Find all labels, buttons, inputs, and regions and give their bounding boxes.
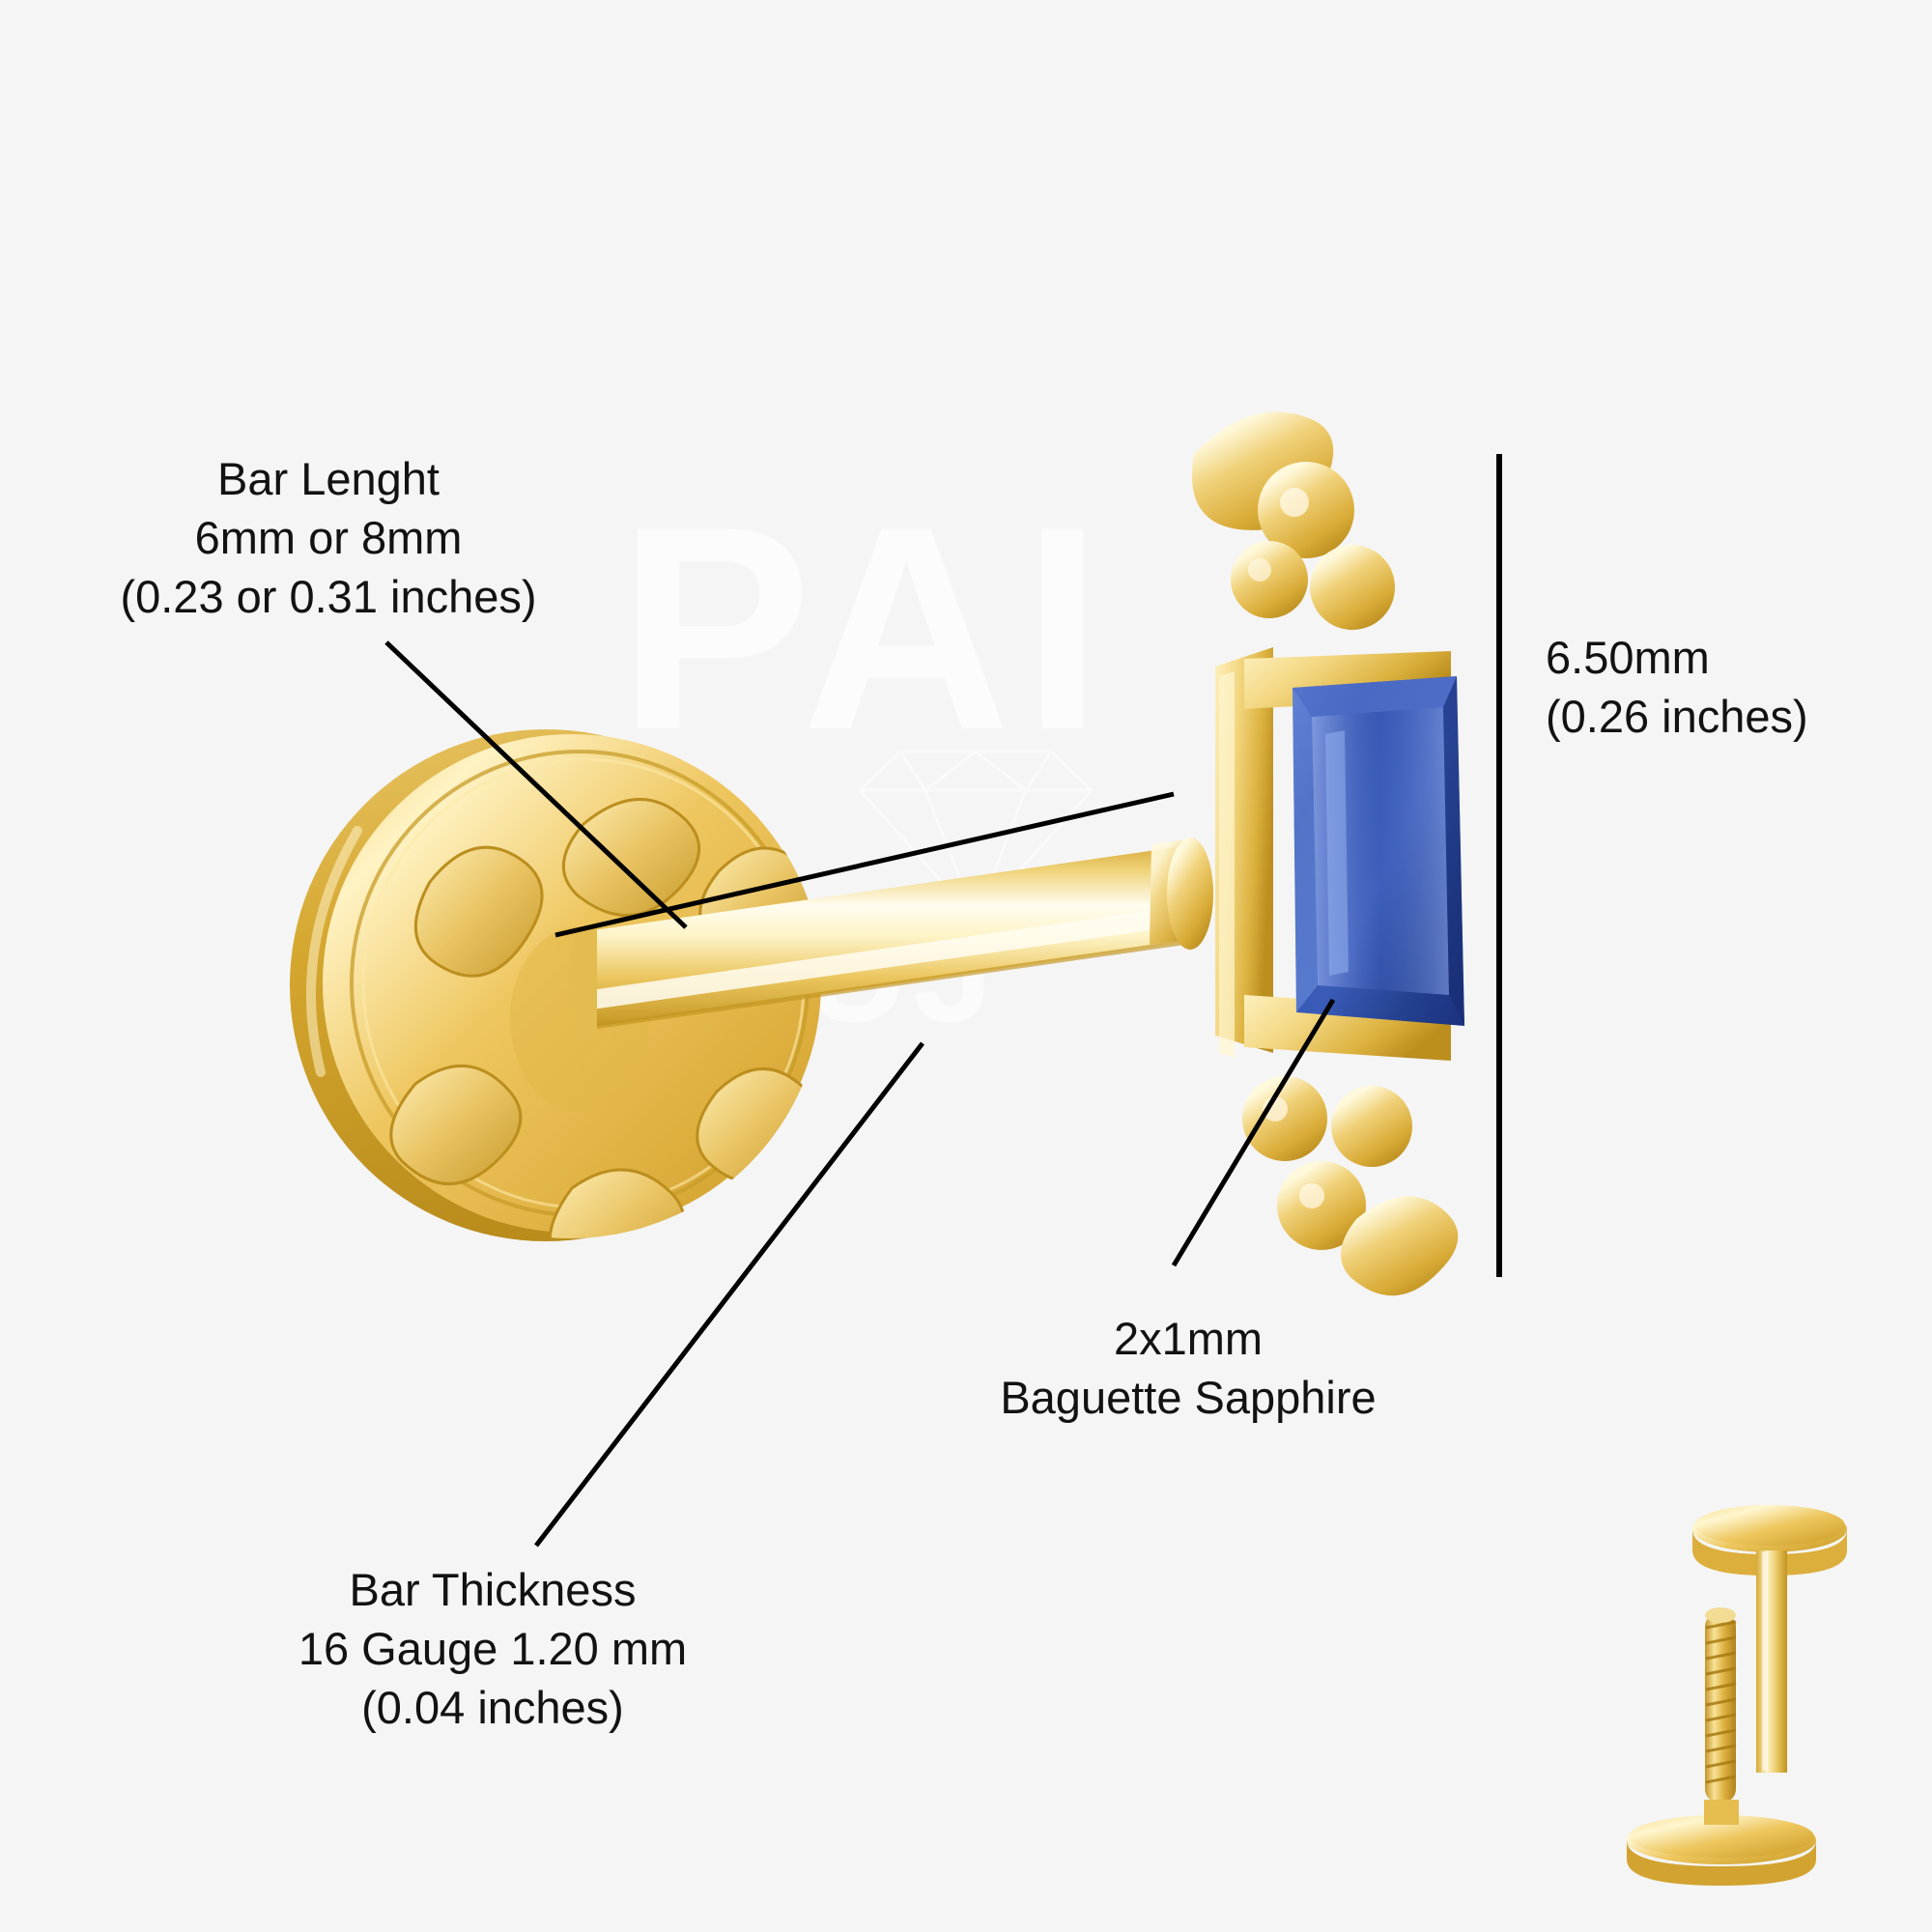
leader-line-gem	[1171, 998, 1336, 1267]
top-bead-cluster	[1191, 412, 1395, 630]
inset-bottom-piece	[1627, 1607, 1816, 1886]
measurement-lines	[384, 454, 1502, 1548]
bar-length-line-3: (0.23 or 0.31 inches)	[120, 571, 537, 623]
bar-length-line-1: Bar Lenght	[217, 453, 440, 504]
callout-bar-length: Bar Lenght 6mm or 8mm (0.23 or 0.31 inch…	[101, 449, 555, 626]
screw-back-earring-photo	[1627, 1505, 1847, 1886]
callout-bar-thickness: Bar Thickness 16 Gauge 1.20 mm (0.04 inc…	[184, 1560, 802, 1737]
gem-line-2: Baguette Sapphire	[1000, 1372, 1377, 1424]
callout-total-height: 6.50mm (0.26 inches)	[1546, 628, 1932, 746]
thickness-line-2: 16 Gauge 1.20 mm	[298, 1623, 688, 1675]
post-bar	[569, 838, 1213, 1039]
flat-back-disc	[290, 729, 821, 1241]
disc-cutouts	[389, 798, 819, 1238]
baguette-sapphire-gem	[1293, 676, 1464, 1026]
bar-length-line-2: 6mm or 8mm	[194, 512, 463, 564]
gem-line-1: 2x1mm	[1113, 1313, 1264, 1364]
bottom-bead-cluster	[1242, 1076, 1459, 1296]
height-line-1: 6.50mm	[1546, 632, 1710, 683]
thickness-line-1: Bar Thickness	[349, 1564, 637, 1615]
gem-setting-head	[1191, 412, 1464, 1296]
leader-line-gem-long	[554, 791, 1175, 938]
leader-line-bar-thickness	[534, 1041, 924, 1548]
inset-top-piece	[1692, 1505, 1847, 1773]
height-line-2: (0.26 inches)	[1546, 691, 1808, 743]
leader-line-bar-length	[384, 640, 688, 929]
callout-gemstone: 2x1mm Baguette Sapphire	[942, 1309, 1435, 1427]
thickness-line-3: (0.04 inches)	[361, 1682, 624, 1734]
watermark-main-text: PAI	[618, 466, 1115, 790]
